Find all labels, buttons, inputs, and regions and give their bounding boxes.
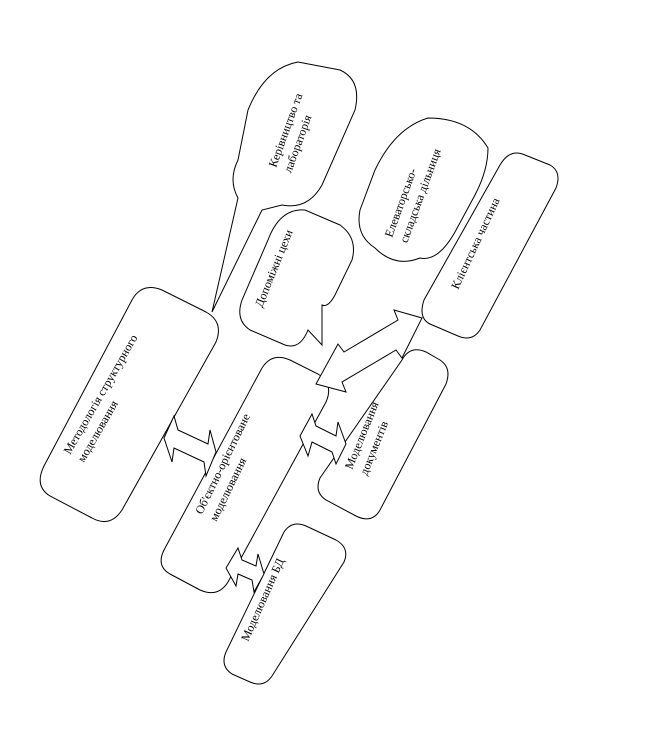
- arrow-object-oriented-database: [225, 546, 265, 594]
- arrow-client-connection: [315, 309, 423, 393]
- arrow-object-oriented-documents: [299, 412, 347, 466]
- elevator-cloud: Елеваторсько- складська дільниця: [358, 117, 489, 262]
- arrow-methodology-object-oriented: [163, 414, 217, 478]
- management-callout: Керівництво та лабораторія: [211, 61, 358, 313]
- methodology-box: Методологія структурного моделювання: [39, 287, 219, 523]
- auxiliary-callout: Допоміжні цехи: [239, 209, 354, 347]
